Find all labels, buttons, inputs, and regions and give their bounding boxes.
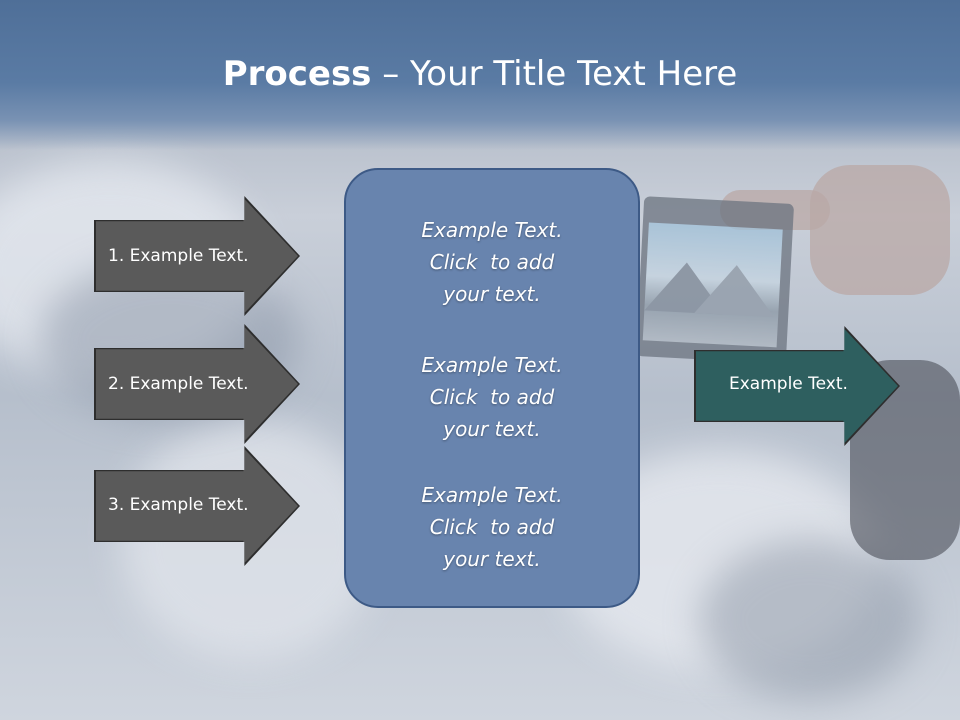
tablet-screen	[642, 222, 783, 348]
title-bar	[0, 0, 960, 150]
arrow-step-1-label: 1. Example Text.	[108, 246, 249, 266]
center-block-line: Example Text.	[421, 218, 563, 242]
tablet-image	[635, 196, 795, 364]
center-block-3: Example Text. Click to add your text.	[346, 479, 638, 575]
title-rest: – Your Title Text Here	[371, 54, 738, 94]
mountain-shape	[694, 263, 777, 318]
background-shadow	[700, 540, 920, 700]
center-block-line: Example Text.	[421, 353, 563, 377]
slide-title[interactable]: Process – Your Title Text Here	[0, 52, 960, 96]
center-text-box[interactable]: Example Text. Click to add your text. Ex…	[344, 168, 640, 608]
center-block-line: your text.	[443, 547, 541, 571]
center-block-line: Click to add	[429, 385, 555, 409]
title-bold: Process	[222, 54, 372, 94]
center-block-line: your text.	[443, 417, 541, 441]
arrow-result-label: Example Text.	[729, 374, 848, 394]
center-block-2: Example Text. Click to add your text.	[346, 349, 638, 445]
center-block-line: Example Text.	[421, 483, 563, 507]
center-block-line: Click to add	[429, 515, 555, 539]
arrow-step-2-label: 2. Example Text.	[108, 374, 249, 394]
center-block-1: Example Text. Click to add your text.	[346, 214, 638, 310]
center-block-line: Click to add	[429, 250, 555, 274]
arrow-step-3-label: 3. Example Text.	[108, 495, 249, 515]
center-block-line: your text.	[443, 282, 541, 306]
hand-shape	[810, 165, 950, 295]
